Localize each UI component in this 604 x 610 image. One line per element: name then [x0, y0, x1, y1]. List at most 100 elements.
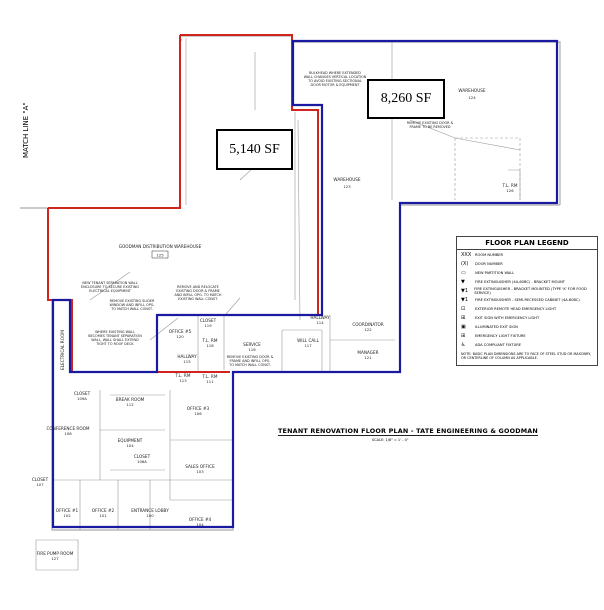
fire-extinguisher-k-icon: ▼1 [461, 287, 469, 294]
legend-item: ▼1 FIRE EXTINGUISHER - SEMI-RECESSED CABI… [457, 295, 597, 304]
exit-sign-icon: ▣ [461, 323, 466, 330]
room-number: 124 [468, 95, 476, 100]
room-number: 104 [126, 443, 134, 448]
room-name: GOODMAN DISTRIBUTION WAREHOUSE [119, 244, 202, 249]
room-name: MANAGER [357, 350, 378, 355]
room-number: 109A [77, 396, 87, 401]
room-number: 104 [196, 522, 204, 527]
room-number: 103 [196, 469, 204, 474]
room-number: 112 [126, 402, 134, 407]
room-number-box [151, 250, 169, 259]
legend-item: ♿ADA COMPLIANT FIXTURE [457, 340, 597, 349]
room-number: 121 [364, 355, 372, 360]
room-name: T.L. RM [202, 374, 218, 379]
note-line: WHERE EXISTING WALL [95, 330, 135, 334]
room-name: OFFICE #2 [92, 508, 115, 513]
room-name: FIRE PUMP ROOM [37, 551, 74, 556]
note-line: BULKHEAD WHERE EXTENDED [309, 71, 361, 75]
room-number: 107 [36, 482, 44, 487]
room-number: 111 [206, 379, 214, 384]
room-name: OFFICE #1 [56, 508, 79, 513]
note-line: TO MATCH WALL CONST. [228, 363, 271, 367]
note-line: REMOVE EXISTING SLIDER [110, 299, 155, 303]
legend-item-label: DOOR NUMBER [475, 261, 503, 266]
note-line: NEW TENANT SEPARATION WALL [82, 281, 137, 285]
room-number-icon: XXX [461, 251, 472, 258]
drawing-title: TENANT RENOVATION FLOOR PLAN - TATE ENGI… [278, 427, 538, 436]
legend-item: ▣ ILLUMINATED EXIT SIGN [457, 322, 597, 331]
note-line: TO MATCH WALL CONST. [110, 307, 153, 311]
note-line: ELECTRICAL EQUIPMENT [89, 289, 132, 293]
legend-item-label: ROOM NUMBER [475, 252, 504, 257]
room-labels: GOODMAN DISTRIBUTION WAREHOUSE 125 WAREH… [32, 88, 518, 561]
note-line: ENCLOSURE TO SECURE EXISTING [81, 285, 139, 289]
room-name: EQUIPMENT [118, 438, 143, 443]
room-name: CLOSET [74, 391, 91, 396]
legend-item-label: FIRE EXTINGUISHER - SEMI-RECESSED CABINE… [475, 297, 580, 302]
room-number: 126 [506, 188, 514, 193]
note-line: FRAME TO BE REMOVED [409, 125, 450, 129]
note-line: FRAME AND INFILL OPG. [230, 359, 271, 363]
fire-extinguisher-cabinet-icon: ▼1 [461, 296, 469, 303]
room-name: OFFICE #4 [189, 517, 212, 522]
room-number: 127 [51, 556, 59, 561]
room-name: WILL CALL [297, 338, 319, 343]
room-name: CONFERENCE ROOM [46, 426, 89, 431]
legend-item-label: EXTERIOR REMOTE HEAD EMERGENCY LIGHT [475, 306, 557, 311]
note-line: WALL CHANGES VERTICAL LOCATION [304, 75, 367, 79]
room-number: 122 [364, 327, 372, 332]
room-name: OFFICE #5 [169, 329, 192, 334]
tate-tenant-outline [51, 39, 559, 529]
room-name: SALES OFFICE [185, 464, 215, 469]
room-name: BREAK ROOM [116, 397, 145, 402]
room-number: 106 [194, 411, 202, 416]
room-number: 119 [204, 323, 212, 328]
room-name: CLOSET [200, 318, 217, 323]
exit-sign-emergency-icon: ⊞ [461, 314, 466, 321]
room-number: 114 [316, 320, 324, 325]
room-name: HALLWAY [310, 315, 330, 320]
room-number: 108 [64, 431, 72, 436]
legend-item-label: ILLUMINATED EXIT SIGN [475, 324, 518, 329]
note-line: REMOVE AND RELOCATE [177, 285, 219, 289]
room-name: WAREHOUSE [458, 88, 485, 93]
note-line: TO AVOID EXISTING SECTIONAL [307, 79, 362, 83]
emergency-light-icon: ⊞ [461, 332, 466, 339]
room-number: 123 [343, 184, 351, 189]
note-line: AND INFILL OPG. TO MATCH [175, 293, 222, 297]
room-name: SERVICE [243, 342, 261, 347]
room-number: 120 [176, 334, 184, 339]
room-name: OFFICE #3 [187, 406, 210, 411]
door-number-icon: (X) [461, 260, 469, 267]
note-line: WALL, WALL SHALL EXTEND [91, 338, 139, 342]
room-name: CLOSET [134, 454, 151, 459]
room-name: ELECTRICAL ROOM [60, 330, 65, 370]
room-number: 115 [183, 359, 191, 364]
legend-item-label: ADA COMPLIANT FIXTURE [475, 342, 522, 347]
tate-area-label: 8,260 SF [367, 79, 445, 119]
note-line: BECOMES TENANT SEPARATION [88, 334, 142, 338]
note-line: TIGHT TO ROOF DECK [95, 342, 134, 346]
room-name: T.L. RM [202, 338, 218, 343]
room-name: COORDINATOR [352, 322, 383, 327]
drawing-scale: SCALE: 1/8" = 1' - 0" [372, 438, 409, 442]
legend-item: (X) DOOR NUMBER [457, 259, 597, 268]
room-number: 125 [156, 253, 164, 258]
room-name: HALLWAY [177, 354, 197, 359]
legend-item: ⊞EMERGENCY LIGHT FIXTURE [457, 331, 597, 340]
room-number: 113 [179, 378, 187, 383]
room-number: 116 [248, 347, 256, 352]
note-line: DOOR MOTOR & EQUIPMENT [311, 83, 361, 87]
room-number: 100 [146, 513, 154, 518]
room-name: T.L. RM [175, 373, 191, 378]
legend-title: FLOOR PLAN LEGEND [457, 237, 597, 250]
room-number: 101 [99, 513, 107, 518]
note-line: EXISTING DOOR & FRAME [176, 289, 220, 293]
match-line-label: MATCH LINE "A" [22, 102, 30, 158]
goodman-tenant-outline [180, 34, 319, 314]
note-line: REMOVE EXISTING DOOR & [407, 121, 454, 125]
